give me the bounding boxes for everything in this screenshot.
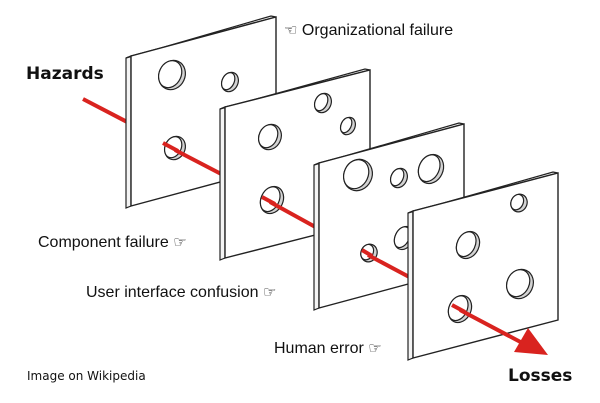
pointing-hand-right-icon: ☞ bbox=[173, 234, 187, 251]
plate-edge bbox=[125, 55, 132, 209]
layer-label-component: Component failure ☞ bbox=[38, 234, 187, 251]
hazard-trajectory-segment bbox=[367, 253, 414, 281]
hazard-trajectory-segment bbox=[174, 148, 226, 178]
layer-label-human-error: Human error ☞ bbox=[274, 340, 382, 357]
plate-edge bbox=[219, 106, 226, 261]
cheese-hole-inner bbox=[157, 60, 183, 89]
image-credit: Image on Wikipedia bbox=[27, 369, 146, 383]
cheese-hole-inner bbox=[510, 193, 525, 211]
cheese-hole-inner bbox=[342, 159, 370, 190]
layer-label-user-interface: User interface confusion ☞ bbox=[86, 284, 277, 301]
cheese-hole-inner bbox=[257, 124, 279, 149]
hazard-trajectory-segment bbox=[360, 248, 374, 258]
losses-label: Losses bbox=[508, 366, 573, 386]
pointing-hand-right-icon: ☞ bbox=[368, 340, 382, 357]
cheese-hole-inner bbox=[313, 93, 329, 112]
hazard-trajectory-segment bbox=[451, 303, 466, 314]
plate-edge bbox=[313, 162, 320, 311]
layer-label-organizational: ☜ Organizational failure bbox=[284, 22, 454, 39]
plate-edge bbox=[407, 210, 414, 361]
cheese-hole-inner bbox=[339, 117, 353, 134]
cheese-hole-inner bbox=[455, 231, 477, 258]
cheese-hole-inner bbox=[505, 269, 531, 298]
pointing-hand-left-icon: ☜ bbox=[284, 22, 298, 39]
hazard-trajectory-segment bbox=[162, 141, 179, 153]
hazards-label: Hazards bbox=[26, 64, 104, 84]
cheese-hole-inner bbox=[389, 168, 405, 187]
hazard-trajectory-segment bbox=[82, 97, 132, 126]
pointing-hand-right-icon: ☞ bbox=[262, 284, 277, 301]
cheese-hole-inner bbox=[417, 154, 441, 183]
hazard-trajectory-segment bbox=[261, 195, 276, 206]
cheese-hole-inner bbox=[220, 72, 236, 91]
hazard-trajectory-segment bbox=[459, 308, 529, 348]
losses-arrowhead bbox=[514, 328, 548, 355]
hazard-trajectory-segment bbox=[269, 200, 320, 231]
